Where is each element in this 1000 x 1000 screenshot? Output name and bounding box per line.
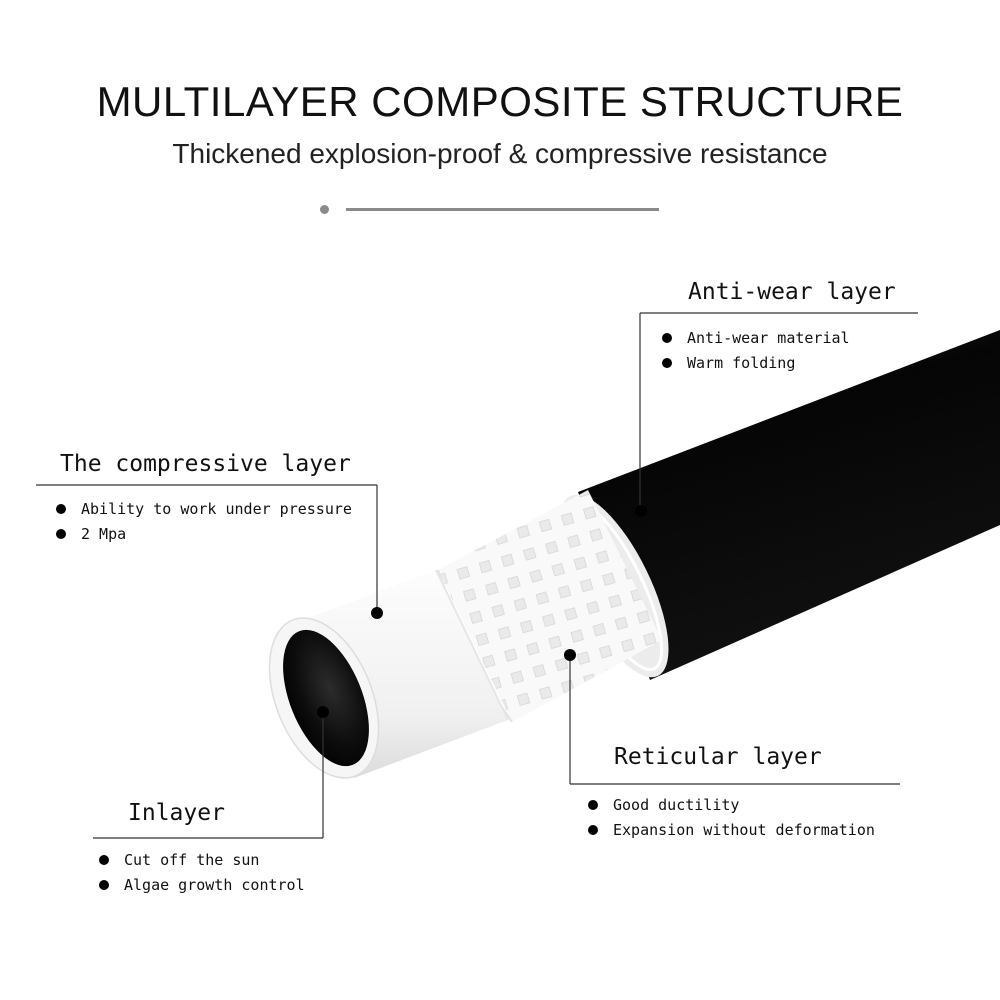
reticular-layer-label: Reticular layer [614,744,822,770]
list-item: Warm folding [660,351,850,376]
reticular-bullet-list: Good ductility Expansion without deforma… [586,793,875,843]
inlayer-anchor-dot [317,706,329,718]
list-item: Cut off the sun [97,848,305,873]
list-item: Algae growth control [97,873,305,898]
inlayer-label: Inlayer [128,800,225,826]
leader-lines [36,312,918,839]
compressive-bullet-list: Ability to work under pressure 2 Mpa [54,497,352,547]
page-title: MULTILAYER COMPOSITE STRUCTURE [96,78,904,125]
inlayer-shape [268,617,380,779]
inlayer-bullet-list: Cut off the sun Algae growth control [97,848,305,898]
anti-wear-bullet-list: Anti-wear material Warm folding [660,326,850,376]
list-item: Expansion without deformation [586,818,875,843]
list-item: Anti-wear material [660,326,850,351]
compressive-layer-label: The compressive layer [60,451,351,477]
anti-wear-anchor-dot [635,505,647,517]
list-item: 2 Mpa [54,522,352,547]
reticular-anchor-dot [564,649,576,661]
decor-dot [320,205,329,214]
list-item: Good ductility [586,793,875,818]
page-subtitle: Thickened explosion-proof & compressive … [172,138,828,169]
reticular-layer-shape [437,490,662,723]
decor-line [346,208,659,211]
compressive-anchor-dot [371,607,383,619]
anti-wear-layer-label: Anti-wear layer [688,279,896,305]
list-item: Ability to work under pressure [54,497,352,522]
